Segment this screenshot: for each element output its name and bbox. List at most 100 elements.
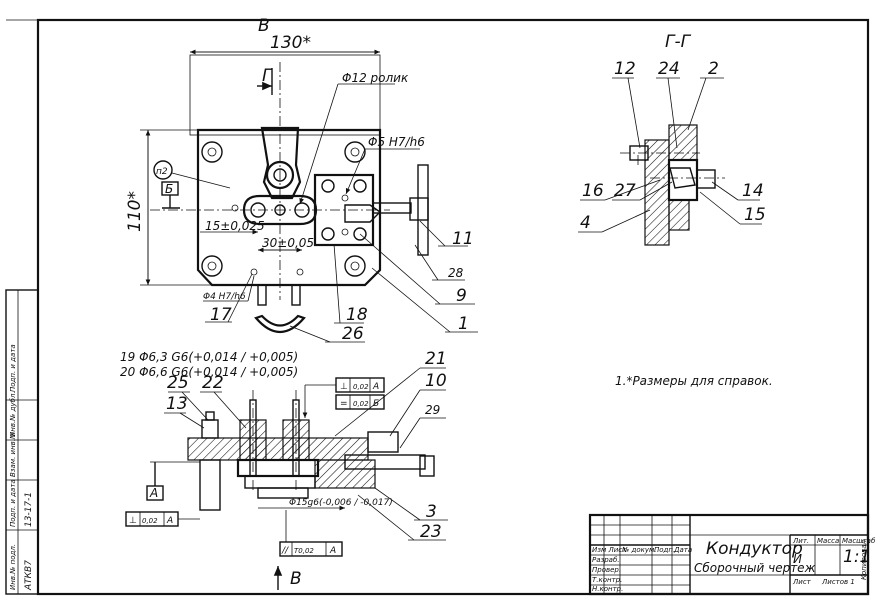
drawing-frame: [6, 18, 870, 596]
callout-29: 29: [425, 403, 440, 417]
arc-piece: [254, 314, 306, 333]
callout-1: 1: [458, 314, 469, 334]
svg-text:А: А: [372, 382, 379, 392]
datum-b-top: Б: [165, 182, 173, 196]
front-leg: [199, 459, 221, 511]
dim-pin-fit: Φ5 H7/h6: [368, 135, 425, 149]
tb-row-2: Провер.: [592, 566, 621, 574]
tol-perp-base: ⊥ 0,02 А: [125, 511, 179, 527]
base-plate-outline: [196, 128, 382, 287]
dim-30: 30±0,05: [262, 236, 314, 250]
side-stamp-label-4: Подп. и дата: [9, 479, 17, 527]
title-block: Изм Лист Разраб. Провер. Т.контр. Н.конт…: [588, 513, 876, 596]
corner-stamp: Копировал: [860, 539, 868, 580]
hole-20: 20 Φ6,6 G6(+0,014 / +0,005): [120, 365, 298, 379]
side-stamp-inv-no: АТКВ7: [24, 560, 34, 591]
dim-110: 110*: [125, 191, 145, 232]
front-section: 19 Φ6,3 G6(+0,014 / +0,005) 20 Φ6,6 G6(+…: [120, 350, 435, 590]
dim-15: 15±0,025: [205, 219, 265, 233]
side-stamp-date: 13-17-1: [24, 492, 34, 527]
tb-scale-header: Масштаб: [842, 537, 876, 545]
callout-28: 28: [448, 266, 464, 280]
tb-row-0: Изм Лист: [592, 546, 627, 554]
tb-lit-header: Лит.: [792, 537, 809, 545]
tb-mass-header: Масса: [817, 537, 839, 545]
screw-handle: [417, 164, 429, 256]
svg-text:=: =: [340, 399, 348, 409]
dim-bushing-fit: Φ15g6(-0,006 / -0,017): [289, 498, 393, 508]
callout-26: 26: [342, 324, 364, 344]
callout-12: 12: [614, 59, 636, 79]
datum-a: А: [149, 486, 158, 500]
callout-23: 23: [420, 522, 442, 542]
svg-text://: //: [281, 546, 289, 556]
tb-col-sign: Подп.: [654, 546, 675, 554]
front-callouts: 25 22 13 21 10 29 3 23: [164, 349, 448, 542]
tb-row-1: Разраб.: [592, 556, 620, 564]
tb-col-doc: № докум.: [621, 546, 657, 554]
side-stamp: Подп. и дата Инв.№ дубл. Взам. инв.№ Под…: [5, 289, 39, 595]
tb-sheet: Лист: [792, 578, 812, 586]
svg-text:⊥: ⊥: [129, 516, 137, 526]
tb-row-3: Т.контр.: [592, 576, 622, 584]
side-stamp-label-1: Подп. и дата: [9, 344, 17, 392]
tb-name-2: Сборочный чертеж: [694, 561, 816, 575]
callout-16: 16: [582, 181, 604, 201]
callout-15: 15: [744, 205, 766, 225]
tb-letter: И: [793, 552, 802, 566]
section-callouts: 12 24 2 16 27 4 14 15: [578, 59, 766, 233]
svg-text:0,02: 0,02: [142, 517, 158, 525]
callout-21: 21: [425, 349, 447, 369]
callout-24: 24: [658, 59, 680, 79]
section-cut-label: Г: [262, 66, 273, 86]
bottom-arrow-label: В: [290, 569, 302, 589]
tol-sym-b: = 0,02 Б: [335, 394, 385, 410]
hole-19: 19 Φ6,3 G6(+0,014 / +0,005): [120, 350, 298, 364]
tol-perp-a: ⊥ 0,02 А: [335, 377, 385, 393]
section-label: Г-Г: [665, 32, 692, 52]
upper-outline: [189, 54, 381, 136]
tb-name-1: Кондуктор: [706, 539, 803, 559]
callout-17: 17: [210, 305, 232, 325]
front-base-plate: [187, 437, 369, 461]
section-part-2: [668, 124, 698, 161]
view-label-v: В: [258, 16, 270, 36]
dim-dowel-fit: Φ4 H7/h6: [203, 292, 246, 302]
callout-10: 10: [425, 371, 447, 391]
svg-text:Т0,02: Т0,02: [294, 547, 314, 555]
callout-9: 9: [456, 286, 467, 306]
section-view: Г-Г: [620, 32, 725, 246]
svg-text:0,02: 0,02: [353, 383, 369, 391]
tb-col-date: Дата: [673, 546, 692, 554]
svg-text:Б: Б: [373, 399, 379, 409]
side-stamp-label-3: Взам. инв.№: [9, 432, 17, 477]
dim-roller: Φ12 ролик: [342, 71, 409, 85]
drawing-note: 1.*Размеры для справок.: [615, 374, 773, 388]
callout-14: 14: [742, 181, 764, 201]
side-stamp-label-2: Инв.№ дубл.: [9, 391, 17, 437]
side-stamp-label-5: Инв.№ подл.: [9, 544, 17, 590]
svg-text:А: А: [329, 546, 336, 556]
callout-22: 22: [202, 373, 224, 393]
callout-11: 11: [452, 229, 474, 249]
callout-2: 2: [708, 59, 719, 79]
tb-sheets: Листов 1: [821, 578, 855, 586]
callout-4: 4: [580, 213, 591, 233]
top-view: В: [125, 16, 429, 333]
callout-25: 25: [167, 373, 189, 393]
tb-row-4: Н.контр.: [592, 585, 623, 593]
callout-13: 13: [166, 394, 188, 414]
section-plate: [644, 139, 670, 246]
tol-parallel: // Т0,02 А: [279, 541, 343, 557]
svg-text:А: А: [166, 516, 173, 526]
svg-text:0,02: 0,02: [353, 400, 369, 408]
svg-text:⊥: ⊥: [340, 382, 348, 392]
callout-18: 18: [346, 305, 368, 325]
dim-130: 130*: [270, 33, 311, 53]
top-view-callouts: 11 28 9 1 18 17 26: [205, 220, 478, 344]
tb-scale: 1:1: [843, 547, 870, 567]
callout-3: 3: [426, 502, 437, 522]
callout-27: 27: [614, 181, 636, 201]
n2-label: п2: [156, 167, 168, 177]
